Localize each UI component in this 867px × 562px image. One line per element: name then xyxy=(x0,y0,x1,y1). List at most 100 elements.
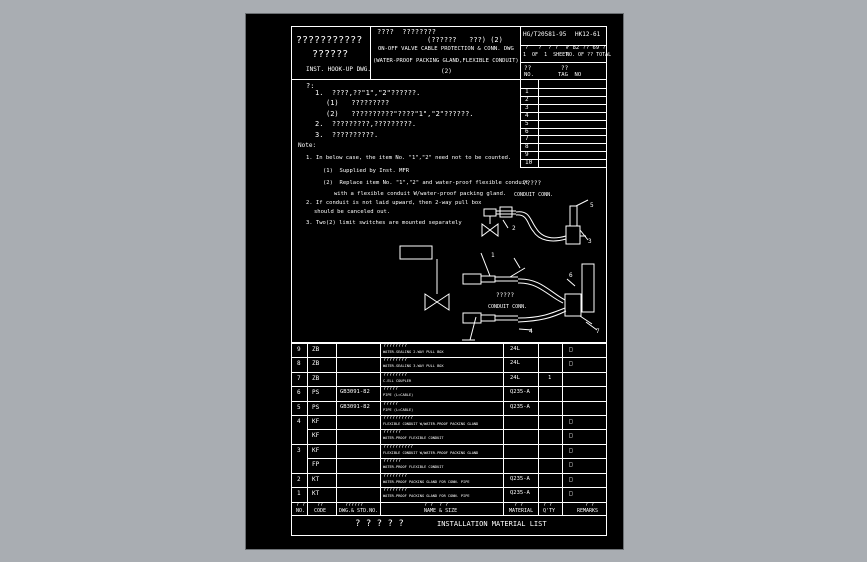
conduit-conn-q-1: ????? xyxy=(523,180,542,187)
conduit-conn-1: CONDUIT CONN. xyxy=(514,192,554,198)
rev-row-no: 3 xyxy=(525,103,529,111)
mat-row-mat: Q235-A xyxy=(510,475,530,482)
mat-row-no: 2 xyxy=(297,475,301,483)
mat-row-mat: Q235-A xyxy=(510,490,530,496)
mat-row-mat: Q235-A xyxy=(510,403,530,410)
title-left: ??????????? xyxy=(296,35,363,46)
rev-row-no: 8 xyxy=(525,143,529,151)
rev-row-no: 7 xyxy=(525,135,529,143)
mat-row-rem: □ xyxy=(569,360,573,368)
mat-row-mat: Q235-A xyxy=(510,389,530,396)
rev-row-line xyxy=(520,119,607,121)
note-q1b: (2) ??????????"????"1","2"??????. xyxy=(326,110,474,118)
title-mid-q2: (?????? ???) (2) xyxy=(427,36,503,44)
callout-5: 5 xyxy=(590,202,594,209)
rev-row-line xyxy=(520,103,607,105)
note-head: Note: xyxy=(298,142,317,149)
rev-head-no-q: ?? xyxy=(524,65,532,72)
mat-row-line xyxy=(291,487,607,488)
mat-head-rem-q: ? ? xyxy=(585,502,595,508)
mat-col-line xyxy=(538,343,539,515)
rev-row-no: 4 xyxy=(525,111,529,119)
mat-row-name: FLEXIBLE CONDUIT W/WATER-PROOF PACKING G… xyxy=(383,450,479,455)
mat-row-line xyxy=(291,400,607,402)
mat-row-code: FP xyxy=(312,461,320,469)
mat-row-name: FLEXIBLE CONDUIT W/WATER-PROOF PACKING G… xyxy=(383,422,479,426)
note-q2: 2. ?????????,?????????. xyxy=(315,120,417,128)
mat-row-line xyxy=(291,357,607,359)
mat-row-no: 1 xyxy=(297,490,301,497)
rev-row-line xyxy=(520,143,607,145)
rev-row-line xyxy=(520,88,607,89)
mat-row-name: WATER-PROOF FLEXIBLE CONDUIT xyxy=(383,465,444,470)
mat-head-qty-q: ? ? xyxy=(543,502,553,508)
mat-col-line xyxy=(380,343,381,515)
rev-row-line xyxy=(520,151,607,153)
mat-row-name: WATER-SEALING 2-WAY PULL BOX xyxy=(383,350,444,354)
rev-head-tag: TAG NO xyxy=(558,72,582,78)
note-n1b2: with a flexible conduit W/water-proof pa… xyxy=(334,191,507,197)
mat-row-name: WATER-PROOF PACKING GLAND FOR CONN. PIPE xyxy=(383,494,470,498)
mat-row-name-q: ???????? xyxy=(383,343,408,349)
mat-head-code: CODE xyxy=(314,508,327,514)
mat-row-name-q: ???????? xyxy=(383,487,408,493)
mat-head-name-q: ? ? ? ? xyxy=(424,502,449,508)
note-q-head: ?: xyxy=(306,82,315,90)
mat-row-mat: 24L xyxy=(510,346,520,352)
mat-row-no: 4 xyxy=(297,418,301,425)
mat-row-code: KT xyxy=(312,475,320,483)
mat-row-line xyxy=(291,371,607,373)
title-mid-en2: (WATER-PROOF PACKING GLAND,FLEXIBLE COND… xyxy=(373,58,519,64)
mat-row-name-q: ?????????? xyxy=(383,443,414,450)
title-mid-en1: ON-OFF VALVE CABLE PROTECTION & CONN. DW… xyxy=(378,46,514,52)
title-left-sub: ?????? xyxy=(312,49,349,60)
mat-head-qty: Q'TY xyxy=(543,508,556,514)
mat-row-code: KT xyxy=(312,490,320,497)
mat-row-line xyxy=(307,429,607,431)
mat-row-code: ZB xyxy=(312,360,320,368)
mat-head-std: DWG.& STD.NO. xyxy=(339,508,379,514)
rev-row-line xyxy=(520,159,607,161)
mat-row-name-q: ????? xyxy=(383,386,399,393)
rev-head-tag-q: ?? xyxy=(561,65,569,72)
drawing-sheet xyxy=(245,13,624,550)
mat-row-mat: 24L xyxy=(510,374,520,381)
callout-3: 3 xyxy=(588,238,592,245)
mat-footer: INSTALLATION MATERIAL LIST xyxy=(437,520,547,528)
rev-head-no: NO. xyxy=(524,72,534,78)
rev-row-line xyxy=(520,95,607,97)
mat-row-std: GB3091-82 xyxy=(340,403,370,410)
mat-row-no: 9 xyxy=(297,346,301,353)
mat-row-rem: □ xyxy=(569,418,573,425)
mat-head-std-q: ?????? xyxy=(345,502,364,508)
note-n2: 2. If conduit is not laid upward, then 2… xyxy=(306,200,482,206)
mat-row-name-q: ???????? xyxy=(383,371,408,378)
note-q3: 3. ??????????. xyxy=(315,131,379,139)
note-q1a: (1) ????????? xyxy=(326,99,390,107)
mat-col-line xyxy=(503,343,504,515)
mat-row-qty: 1 xyxy=(548,374,552,381)
callout-2: 2 xyxy=(512,225,516,232)
mat-row-rem: □ xyxy=(569,461,573,469)
mat-head-code-q: ?? xyxy=(317,502,324,508)
mat-row-code: PS xyxy=(312,403,320,411)
mat-row-no: 3 xyxy=(297,446,301,454)
mat-row-no: 5 xyxy=(297,403,301,411)
rev-row-line xyxy=(520,111,607,113)
mat-col-line xyxy=(307,343,308,515)
mat-row-no: 8 xyxy=(297,360,301,368)
mat-row-name: WATER-PROOF PACKING GLAND FOR CONN. PIPE xyxy=(383,479,470,484)
mat-row-rem: □ xyxy=(569,490,573,497)
mat-row-name: C-ELL COUPLER xyxy=(383,378,412,383)
mat-row-rem: □ xyxy=(569,475,573,483)
mat-row-code: ZB xyxy=(312,346,320,353)
mat-row-name-q: ???????? xyxy=(383,472,408,479)
mat-head-no: NO. xyxy=(296,508,306,514)
mat-row-no: 7 xyxy=(297,374,301,382)
rev-row-line xyxy=(520,135,607,137)
mat-col-line xyxy=(562,343,563,515)
mat-row-code: KF xyxy=(312,446,320,454)
note-n1b: (2) Replace item No. "1","2" and water-p… xyxy=(323,180,529,186)
page-label: ? ? ? ? ? xyxy=(525,45,569,51)
mat-head-mat-q: ? ? xyxy=(514,502,524,508)
